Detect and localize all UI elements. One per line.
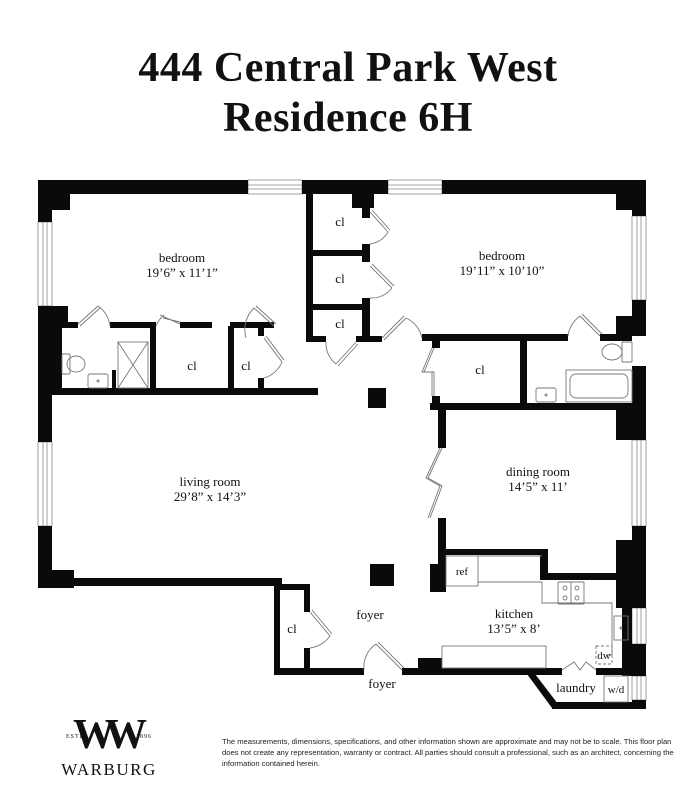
window-top-west: [247, 179, 303, 195]
door-bath-east: [579, 315, 601, 337]
logo-year: 1896: [136, 734, 152, 740]
closet-label-small: cl: [241, 358, 251, 373]
sink-kitchen: [613, 615, 629, 641]
doors: [77, 209, 603, 671]
toilet-west-bowl: [66, 355, 86, 373]
door-closet-bottom: [335, 341, 357, 365]
room-labels: bedroom 19’6” x 11’1” bedroom 19’11” x 1…: [146, 214, 625, 696]
logo-estd: ESTD: [66, 734, 85, 740]
window-east-bedroom: [631, 215, 647, 301]
counter-upper: [478, 581, 613, 656]
room-name-laundry: laundry: [556, 680, 596, 695]
door-laundry: [561, 661, 597, 671]
room-name-kitchen: kitchen: [495, 606, 534, 621]
room-dims-living: 29’8” x 14’3”: [174, 489, 246, 504]
window-east-kitchen: [631, 607, 647, 645]
closet-label-foyer: cl: [287, 621, 297, 636]
refrigerator: [445, 555, 479, 587]
room-name-foyer-inner: foyer: [356, 607, 384, 622]
fixture-label-dw: dw: [597, 650, 611, 662]
toilet-east-tank: [621, 341, 633, 363]
fixtures: [61, 341, 633, 703]
bathtub: [565, 369, 633, 403]
warburg-monogram: WW: [73, 712, 147, 758]
walls: [38, 180, 646, 709]
room-name-dining: dining room: [506, 464, 570, 479]
residence-title: Residence 6H: [223, 95, 473, 141]
door-bath: [77, 305, 99, 325]
washer-dryer: [603, 675, 629, 703]
room-name-bedroom-west: bedroom: [159, 250, 205, 265]
closet-label-center-top: cl: [335, 214, 345, 229]
brand-name: WARBURG: [61, 760, 157, 779]
warburg-logo: WW ESTD 1896 WARBURG: [54, 714, 164, 780]
windows: [37, 179, 647, 701]
door-small-closet: [263, 337, 283, 363]
door-bedroom-west: [253, 307, 275, 327]
room-name-living: living room: [179, 474, 240, 489]
window-east-dining: [631, 439, 647, 527]
room-name-bedroom-east: bedroom: [479, 248, 525, 263]
window-west-bedroom: [37, 221, 53, 307]
disclaimer-text: The measurements, dimensions, specificat…: [222, 737, 674, 768]
sink-west: [87, 373, 109, 389]
room-dims-kitchen: 13’5” x 8’: [487, 621, 540, 636]
door-entry: [375, 643, 403, 671]
room-dims-bedroom-west: 19’6” x 11’1”: [146, 265, 218, 280]
closet-label-bath: cl: [187, 358, 197, 373]
closet-label-east: cl: [475, 362, 485, 377]
kitchen-island: [441, 645, 547, 669]
window-west-living: [37, 441, 53, 527]
door-bedroom-east: [381, 315, 405, 339]
room-dims-dining: 14’5” x 11’: [508, 479, 567, 494]
door-foyer-closet: [309, 611, 331, 637]
window-east-laundry: [631, 675, 647, 701]
toilet-west-tank: [61, 353, 71, 375]
dishwasher: [595, 645, 613, 665]
toilet-east-bowl: [601, 343, 623, 361]
fixture-label-wd: w/d: [608, 684, 625, 696]
door-closet-top: [369, 211, 389, 233]
closet-label-center-bottom: cl: [335, 316, 345, 331]
door-dining: [425, 447, 441, 519]
window-top-east: [387, 179, 443, 195]
shower: [117, 341, 149, 389]
property-address-title: 444 Central Park West: [138, 45, 558, 91]
sink-east: [535, 387, 557, 403]
closet-label-center-mid: cl: [335, 271, 345, 286]
door-closet-mid: [369, 265, 393, 289]
room-name-foyer-entry: foyer: [368, 676, 396, 691]
fixture-label-ref: ref: [456, 566, 469, 578]
room-dims-bedroom-east: 19’11” x 10’10”: [460, 263, 545, 278]
